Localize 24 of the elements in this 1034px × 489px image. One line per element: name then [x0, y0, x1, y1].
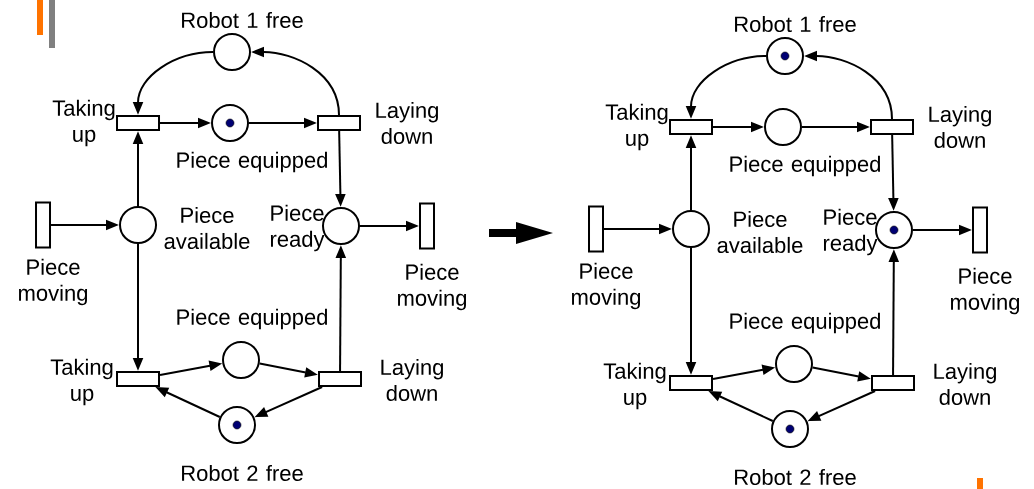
place-label: Piece equipped — [730, 312, 880, 334]
place-label: Piece moving — [951, 267, 1020, 315]
place-label: Piece ready — [270, 204, 325, 252]
place-label: Piece equipped — [177, 151, 327, 173]
place-label: Taking up — [50, 358, 113, 406]
place-label: Piece moving — [572, 262, 641, 310]
place-label: Piece equipped — [730, 155, 880, 177]
place-label: Robot 2 free — [735, 468, 856, 486]
place-label: Taking up — [603, 362, 666, 410]
place-label: Piece equipped — [177, 308, 327, 330]
place-label: Robot 1 free — [735, 15, 856, 33]
place-label: Piece available — [717, 210, 803, 254]
place-label: Piece available — [164, 206, 250, 250]
place-label: Piece ready — [823, 208, 878, 256]
place-label: Piece moving — [398, 263, 467, 311]
place-label: Robot 1 free — [182, 11, 303, 29]
place-label: Laying down — [929, 105, 991, 149]
place-label: Laying down — [934, 362, 996, 406]
place-label: Piece moving — [19, 258, 88, 306]
place-label: Taking up — [605, 103, 668, 151]
place-label: Laying down — [376, 101, 438, 145]
place-label: Robot 2 free — [182, 464, 303, 482]
place-label: Laying down — [381, 358, 443, 402]
place-label: Taking up — [52, 99, 115, 147]
